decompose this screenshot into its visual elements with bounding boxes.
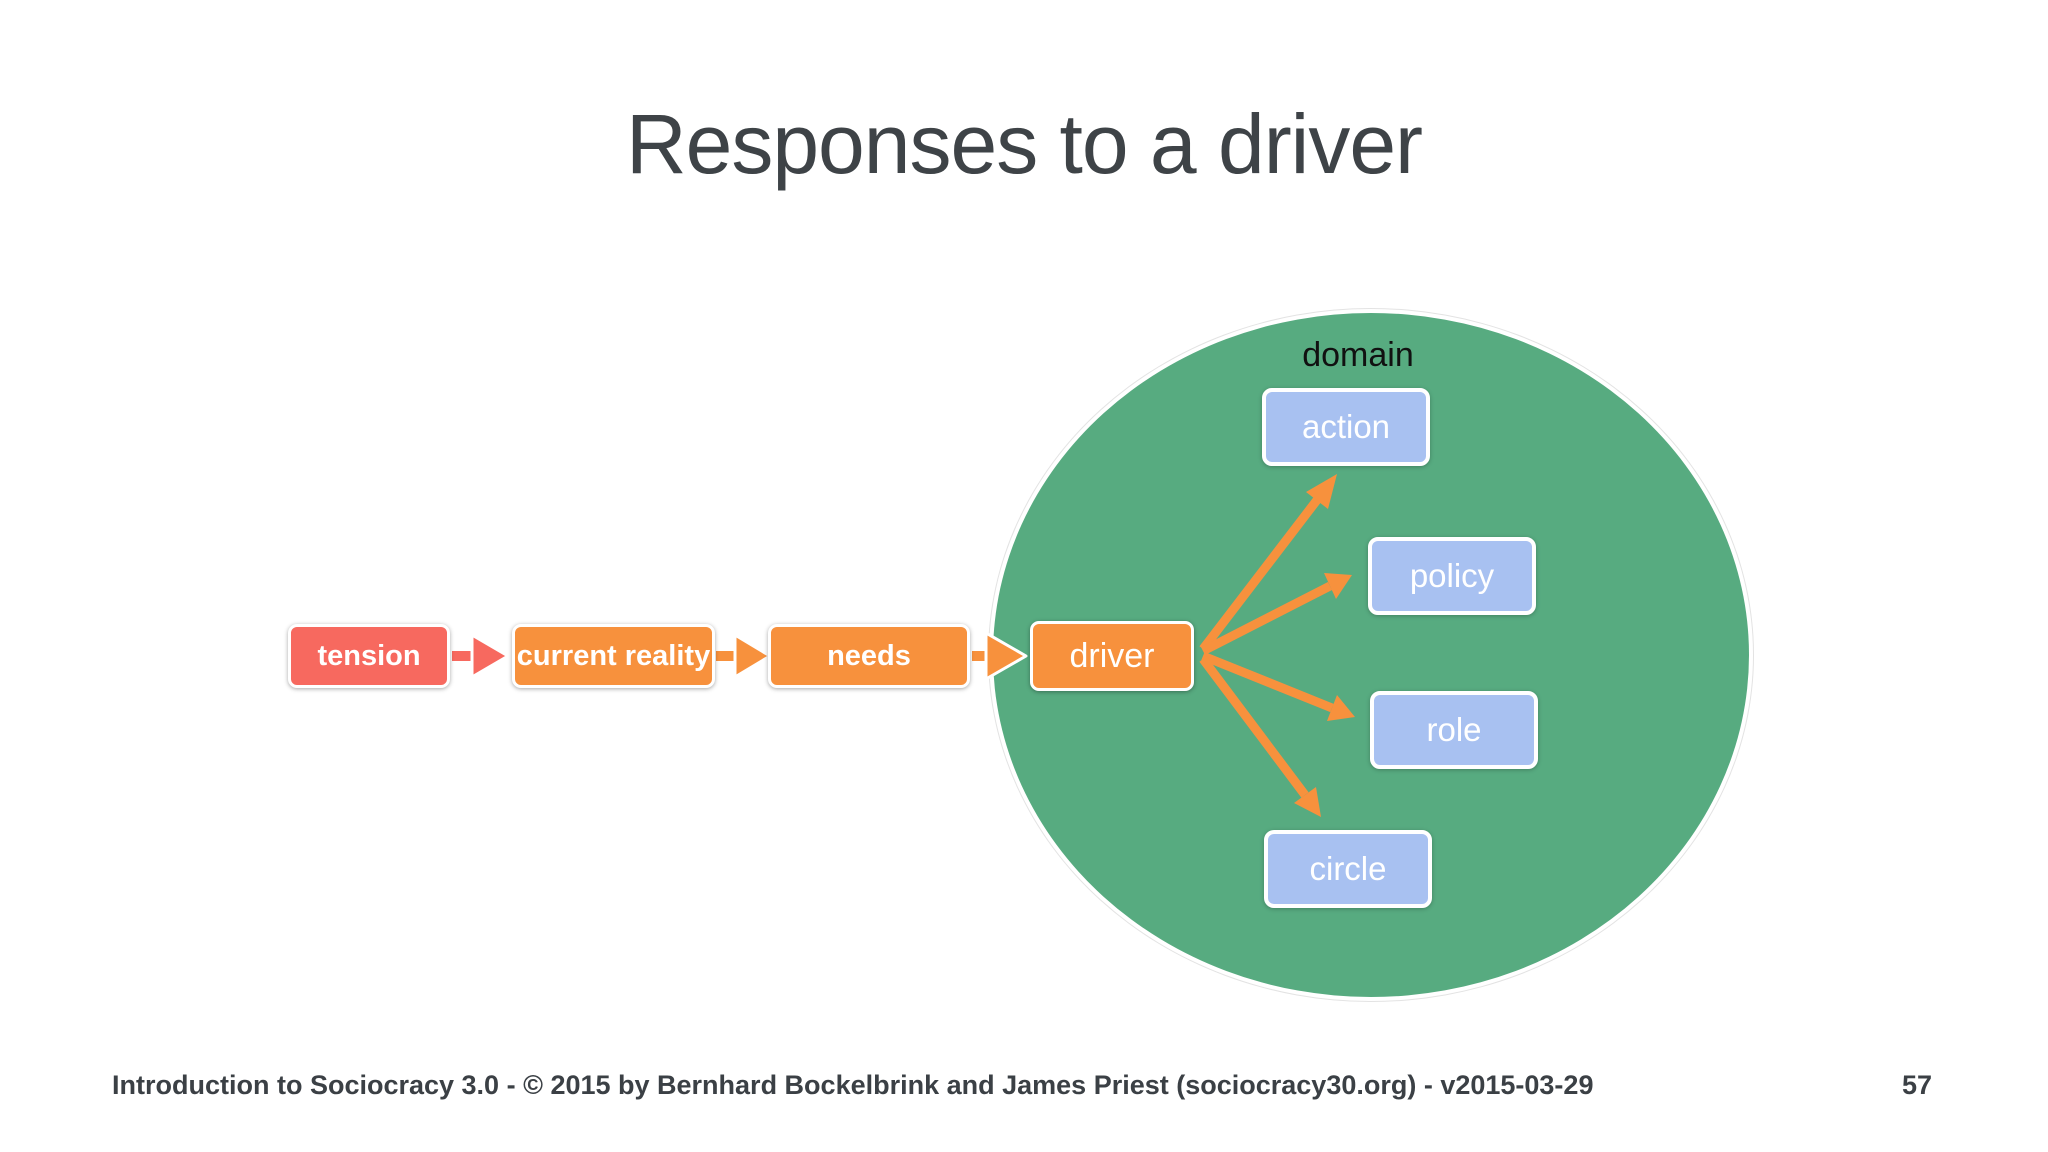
flow-box-current-reality-label: current reality — [516, 639, 711, 672]
flow-box-tension-label: tension — [317, 639, 421, 672]
response-box-action-label: action — [1301, 408, 1391, 445]
response-box-circle: circle — [1264, 830, 1432, 908]
response-box-policy: policy — [1368, 537, 1536, 615]
response-box-policy-label: policy — [1409, 557, 1495, 594]
response-box-action: action — [1262, 388, 1430, 466]
arrow-driver-to-policy — [1200, 581, 1333, 656]
domain-label: domain — [1302, 336, 1414, 374]
response-box-role-label: role — [1426, 711, 1482, 748]
flow-box-tension: tension — [288, 624, 450, 688]
footer-credit: Introduction to Sociocracy 3.0 - © 2015 … — [112, 1070, 1594, 1100]
arrow-driver-to-circle — [1199, 656, 1309, 798]
arrowhead-current-reality-to-needs — [733, 633, 772, 679]
arrow-driver-to-role — [1201, 651, 1334, 713]
page-title: Responses to a driver — [625, 97, 1423, 191]
flow-box-driver: driver — [1030, 621, 1194, 691]
arrow-driver-to-action — [1199, 497, 1321, 652]
footer: Introduction to Sociocracy 3.0 - © 2015 … — [112, 1070, 1932, 1101]
response-box-role: role — [1370, 691, 1538, 769]
page-number: 57 — [1901, 1070, 1932, 1100]
arrowhead-driver-to-policy — [1324, 573, 1352, 599]
arrowhead-needs-to-driver — [984, 631, 1028, 681]
response-box-circle-label: circle — [1309, 850, 1387, 887]
arrowhead-driver-to-action — [1306, 474, 1337, 509]
flow-box-needs: needs — [768, 624, 970, 688]
flow-box-current-reality: current reality — [512, 624, 715, 688]
arrowhead-driver-to-role — [1327, 695, 1355, 721]
arrowhead-tension-to-current-reality — [470, 633, 510, 679]
flow-box-driver-label: driver — [1069, 636, 1155, 675]
arrowhead-driver-to-circle — [1294, 787, 1321, 817]
flow-box-needs-label: needs — [827, 639, 911, 672]
